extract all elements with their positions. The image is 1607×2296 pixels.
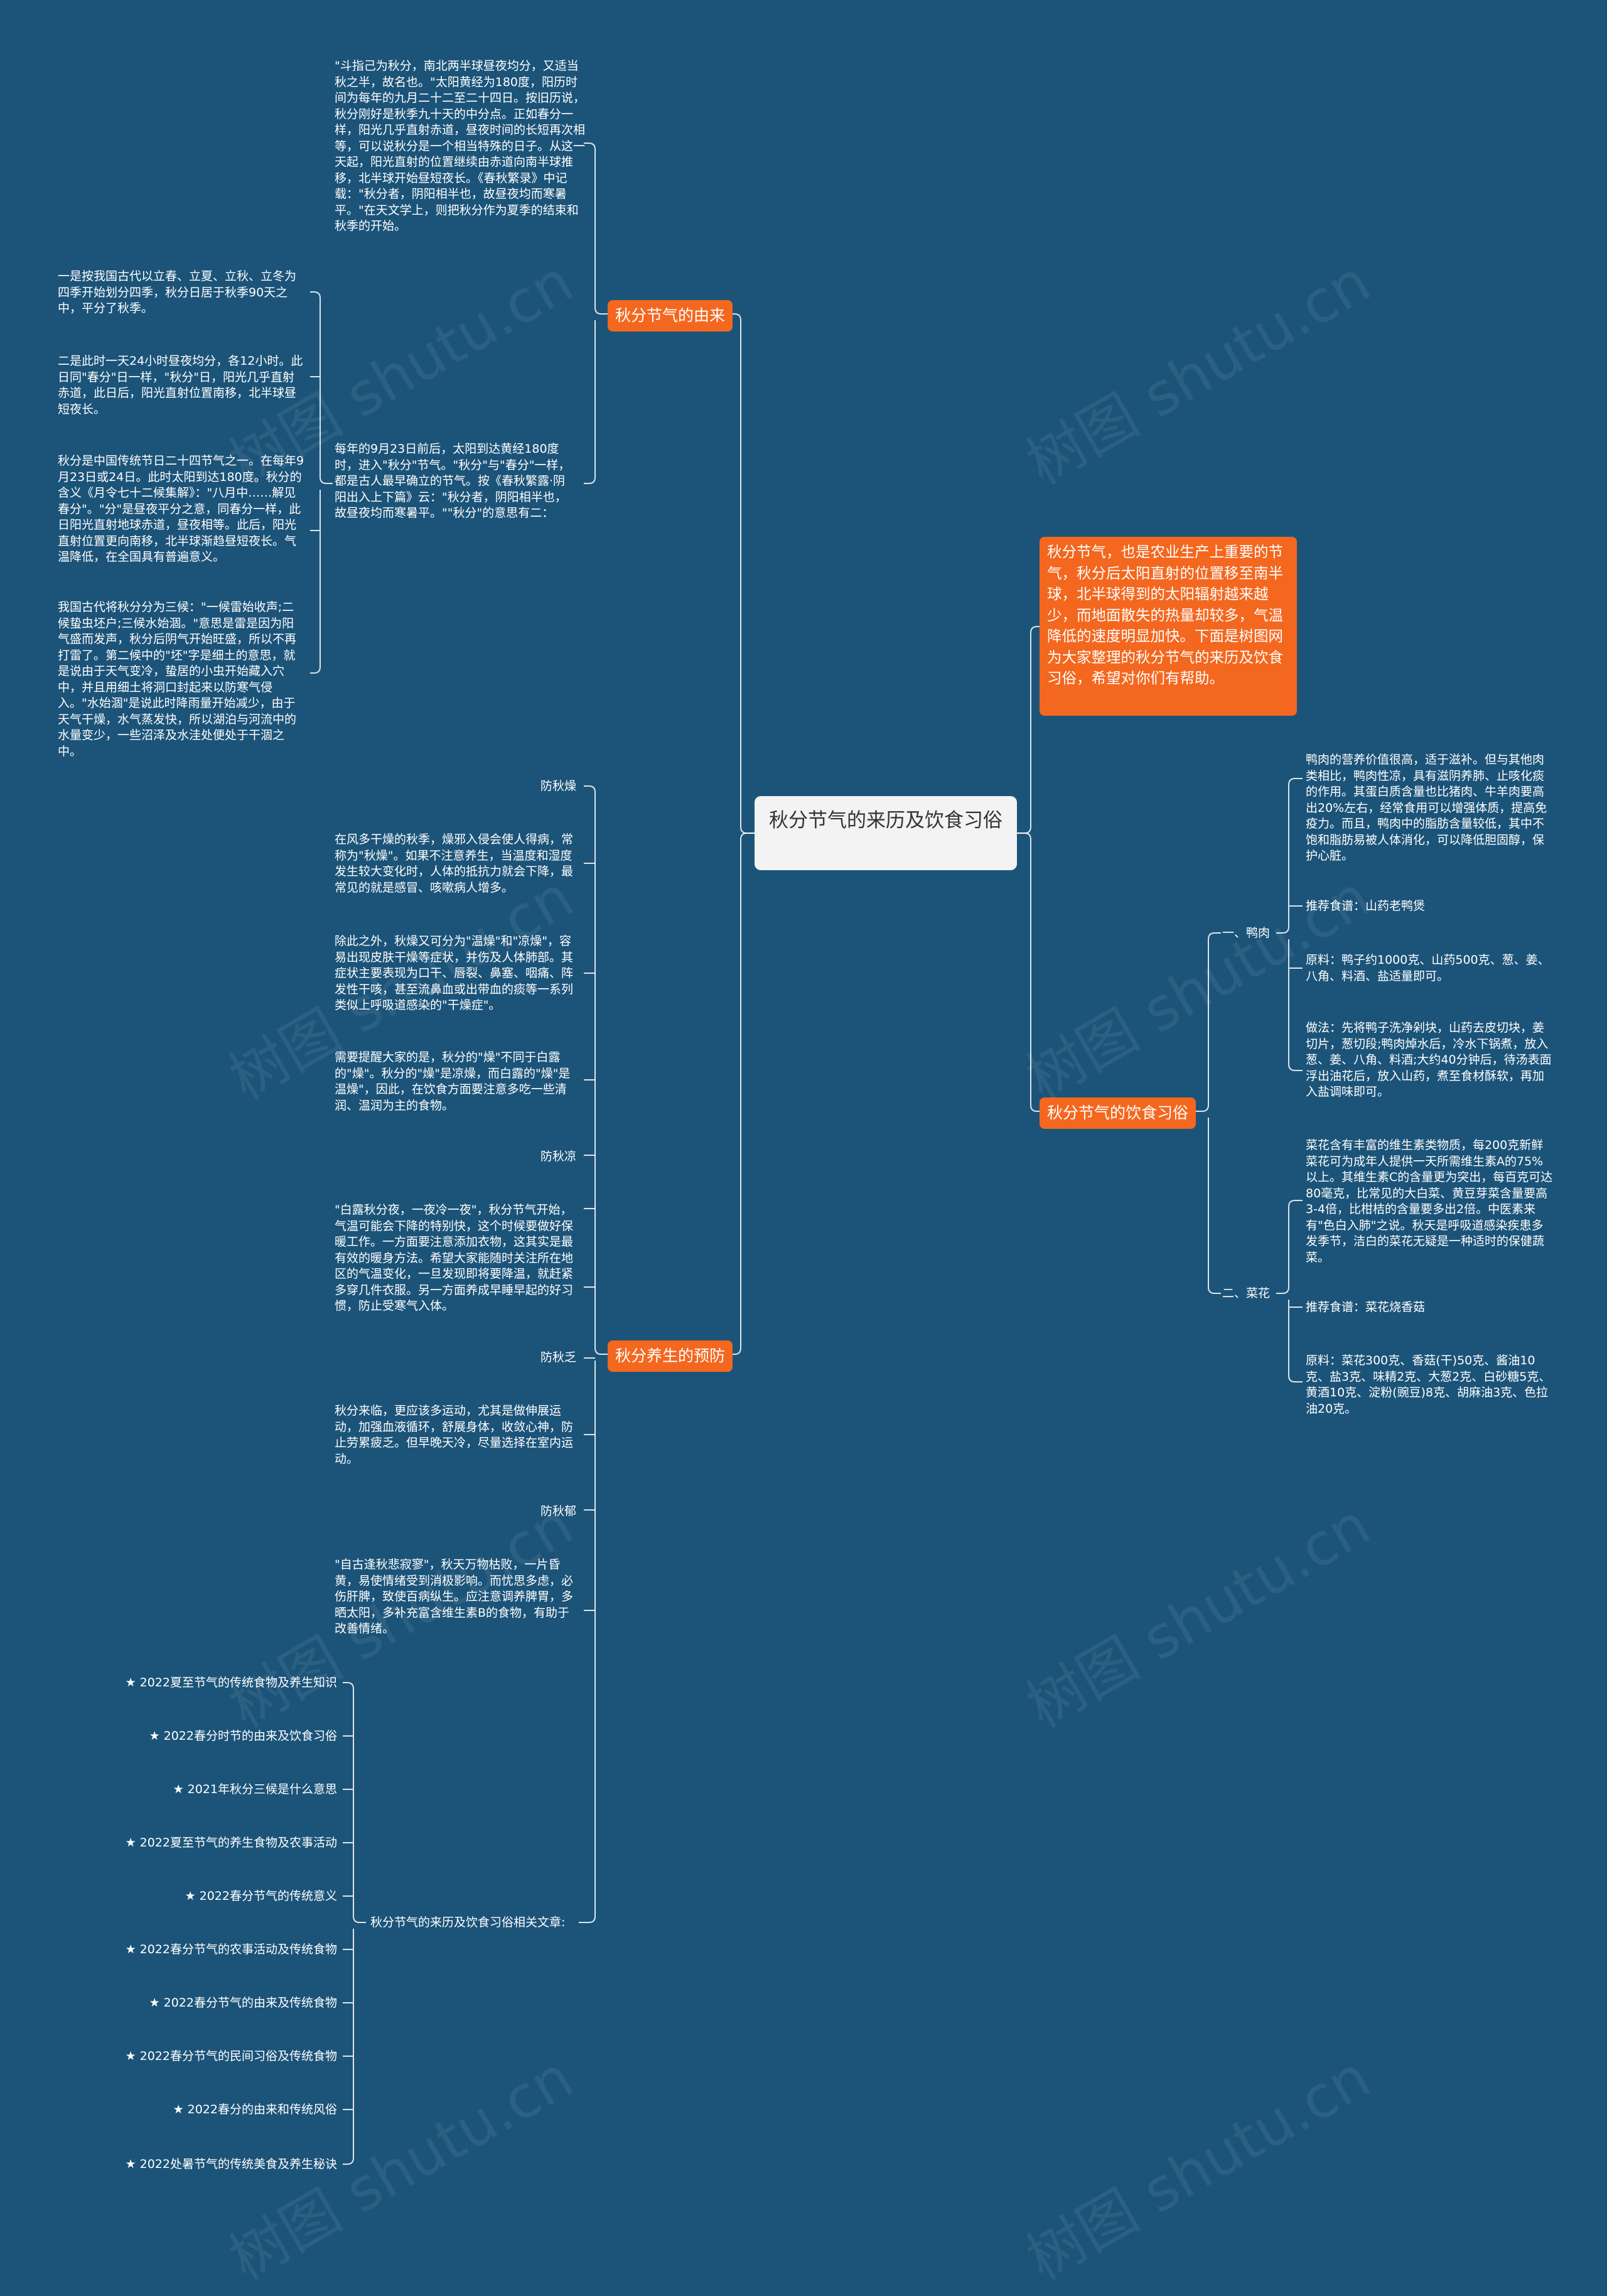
connector-root-origin [729,313,755,834]
related-article-link[interactable]: ★ 2022夏至节气的养生食物及农事活动 [125,1836,337,1850]
connector-origin-sub [310,291,333,674]
related-articles-label: 秋分节气的来历及饮食习俗相关文章: [370,1916,566,1929]
health-paragraph-4: "白露秋分夜，一夜冷一夜"，秋分节气开始，气温可能会下降的特别快，这个时候要做好… [335,1203,574,1313]
connector-health-items [584,863,595,1611]
food-cauliflower-label: 二、菜花 [1222,1286,1271,1300]
branch-health-prevention[interactable]: 秋分养生的预防 [608,1340,733,1372]
food-duck-paragraph-1: 鸭肉的营养价值很高，适于滋补。但与其他肉类相比，鸭肉性凉，具有滋阴养肺、止咳化痰… [1306,753,1547,863]
related-article-link[interactable]: ★ 2022春分时节的由来及饮食习俗 [149,1729,337,1743]
health-topic-dryness: 防秋燥 [540,779,577,793]
connector-root-intro [1017,626,1040,834]
branch-food-customs[interactable]: 秋分节气的饮食习俗 [1040,1097,1196,1129]
branch-origin[interactable]: 秋分节气的由来 [608,300,733,331]
health-paragraph-5: 秋分来临，更应该多运动，尤其是做伸展运动，加强血液循环，舒展身体，收敛心神，防止… [335,1404,574,1466]
related-article-link[interactable]: ★ 2022春分的由来和传统风俗 [173,2103,337,2116]
food-duck-method: 做法：先将鸭子洗净剁块，山药去皮切块，姜切片，葱切段;鸭肉焯水后，冷水下锅煮，放… [1306,1021,1552,1099]
connector-root-food [1017,833,1040,1112]
health-topic-fatigue: 防秋乏 [540,1350,577,1364]
health-topic-depression: 防秋郁 [540,1504,577,1518]
origin-paragraph-2: 每年的9月23日前后，太阳到达黄经180度时，进入"秋分"节气。"秋分"与"春分… [335,442,571,520]
health-paragraph-1: 在风多干燥的秋季，燥邪入侵会使人得病，常称为"秋燥"。如果不注意养生，当温度和湿… [335,833,574,895]
health-paragraph-3: 需要提醒大家的是，秋分的"燥"不同于白露的"燥"。秋分的"燥"是凉燥，而白露的"… [335,1050,571,1113]
related-article-link[interactable]: ★ 2022春分节气的传统意义 [185,1889,337,1903]
related-article-link[interactable]: ★ 2022处暑节气的传统美食及养生秘诀 [125,2157,337,2171]
connector-food-children [1196,932,1221,1294]
related-article-link[interactable]: ★ 2021年秋分三候是什么意思 [173,1782,337,1796]
origin-sub-4: 我国古代将秋分分为三候："一候雷始收声;二候蛰虫坯户;三候水始涸。"意思是雷是因… [58,600,297,758]
mindmap-canvas: 树图 shutu.cn 树图 shutu.cn 树图 shutu.cn 树图 s… [58,59,1553,2293]
food-duck-recipe: 推荐食谱：山药老鸭煲 [1306,899,1426,913]
origin-sub-3: 秋分是中国传统节日二十四节气之一。在每年9月23日或24日。此时太阳到达180度… [58,454,304,564]
health-paragraph-2: 除此之外，秋燥又可分为"温燥"和"凉燥"，容易出现皮肤干燥等症状，并伤及人体肺部… [335,934,574,1012]
connector-lines [310,143,1303,2165]
origin-sub-2: 二是此时一天24小时昼夜均分，各12小时。此日同"春分"日一样，"秋分"日，阳光… [58,354,303,416]
health-paragraph-6: "自古逢秋悲寂寥"，秋天万物枯败，一片昏黄，易使情绪受到消极影响。而忧思多虑，必… [335,1558,574,1636]
connector-duck-items [1276,778,1303,1071]
connector-veg-items [1276,1200,1303,1382]
related-article-link[interactable]: ★ 2022春分节气的农事活动及传统食物 [125,1943,337,1956]
intro-summary-node[interactable]: 秋分节气，也是农业生产上重要的节气，秋分后太阳直射的位置移至南半球，北半球得到的… [1040,537,1297,716]
connector-root-health [729,833,755,1355]
connector-health-children [579,785,608,1923]
food-cauliflower-recipe: 推荐食谱：菜花烧香菇 [1306,1300,1426,1314]
origin-sub-1: 一是按我国古代以立春、立夏、立秋、立冬为四季开始划分四季，秋分日居于秋季90天之… [58,269,297,315]
food-duck-ingredients: 原料：鸭子约1000克、山药500克、葱、姜、八角、料酒、盐适量即可。 [1306,953,1550,983]
related-article-link[interactable]: ★ 2022春分节气的民间习俗及传统食物 [125,2049,337,2063]
food-cauliflower-ingredients: 原料：菜花300克、香菇(干)50克、酱油10克、盐3克、味精2克、大葱2克、白… [1306,1354,1551,1416]
connector-related-items [343,1682,366,2165]
health-topic-cold: 防秋凉 [540,1150,577,1163]
food-cauliflower-paragraph-1: 菜花含有丰富的维生素类物质，每200克新鲜菜花可为成年人提供一天所需维生素A的7… [1306,1138,1553,1264]
root-topic[interactable]: 秋分节气的来历及饮食习俗 [755,796,1017,870]
related-article-link[interactable]: ★ 2022春分节气的由来及传统食物 [149,1996,337,2010]
food-duck-label: 一、鸭肉 [1222,926,1271,940]
connector-origin-children [584,143,608,484]
origin-paragraph-1: "斗指己为秋分，南北两半球昼夜均分，又适当秋之半，故名也。"太阳黄经为180度，… [335,59,586,233]
related-article-link[interactable]: ★ 2022夏至节气的传统食物及养生知识 [125,1676,337,1690]
